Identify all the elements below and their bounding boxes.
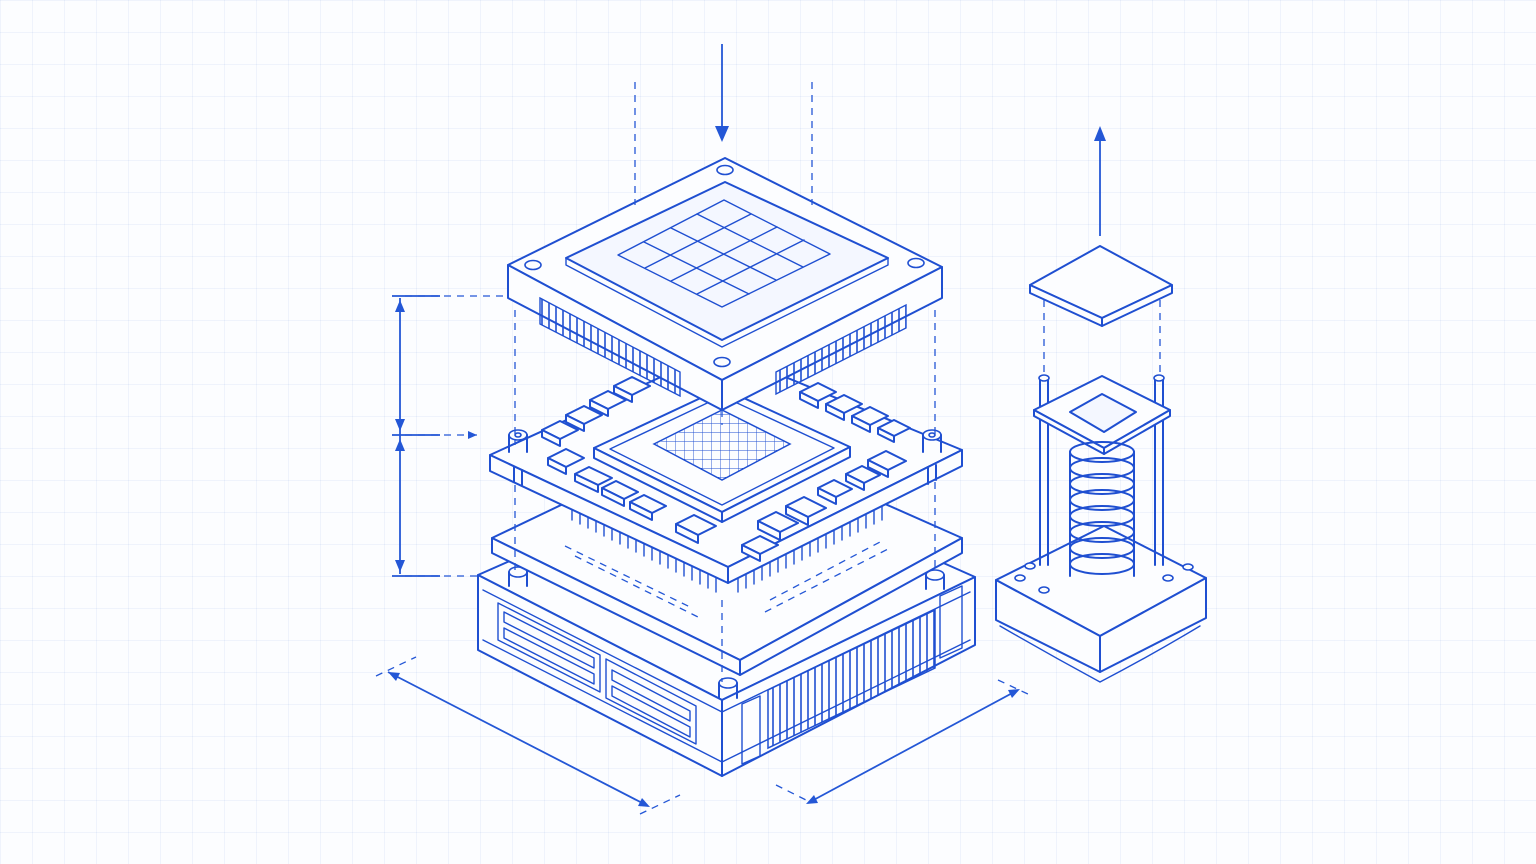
cell-grid	[617, 199, 831, 308]
board-standoffs	[508, 429, 942, 486]
dimension-lines	[387, 295, 1020, 807]
spring-assembly	[995, 245, 1207, 683]
circuit-board	[489, 349, 963, 593]
spring-cap	[1029, 245, 1173, 327]
arrow-down-icon	[715, 44, 729, 142]
compression-spring	[1069, 441, 1135, 577]
module-corner-holes	[524, 164, 925, 368]
heatsink-fins	[767, 608, 936, 750]
label-panel	[497, 602, 697, 745]
arrow-up-icon	[1094, 126, 1106, 236]
board-components	[541, 376, 911, 562]
plate-dot-rows	[564, 541, 891, 618]
base-posts	[508, 566, 945, 699]
extension-lines	[375, 82, 1161, 815]
processor-chip	[593, 387, 851, 523]
cooling-module	[507, 157, 943, 411]
